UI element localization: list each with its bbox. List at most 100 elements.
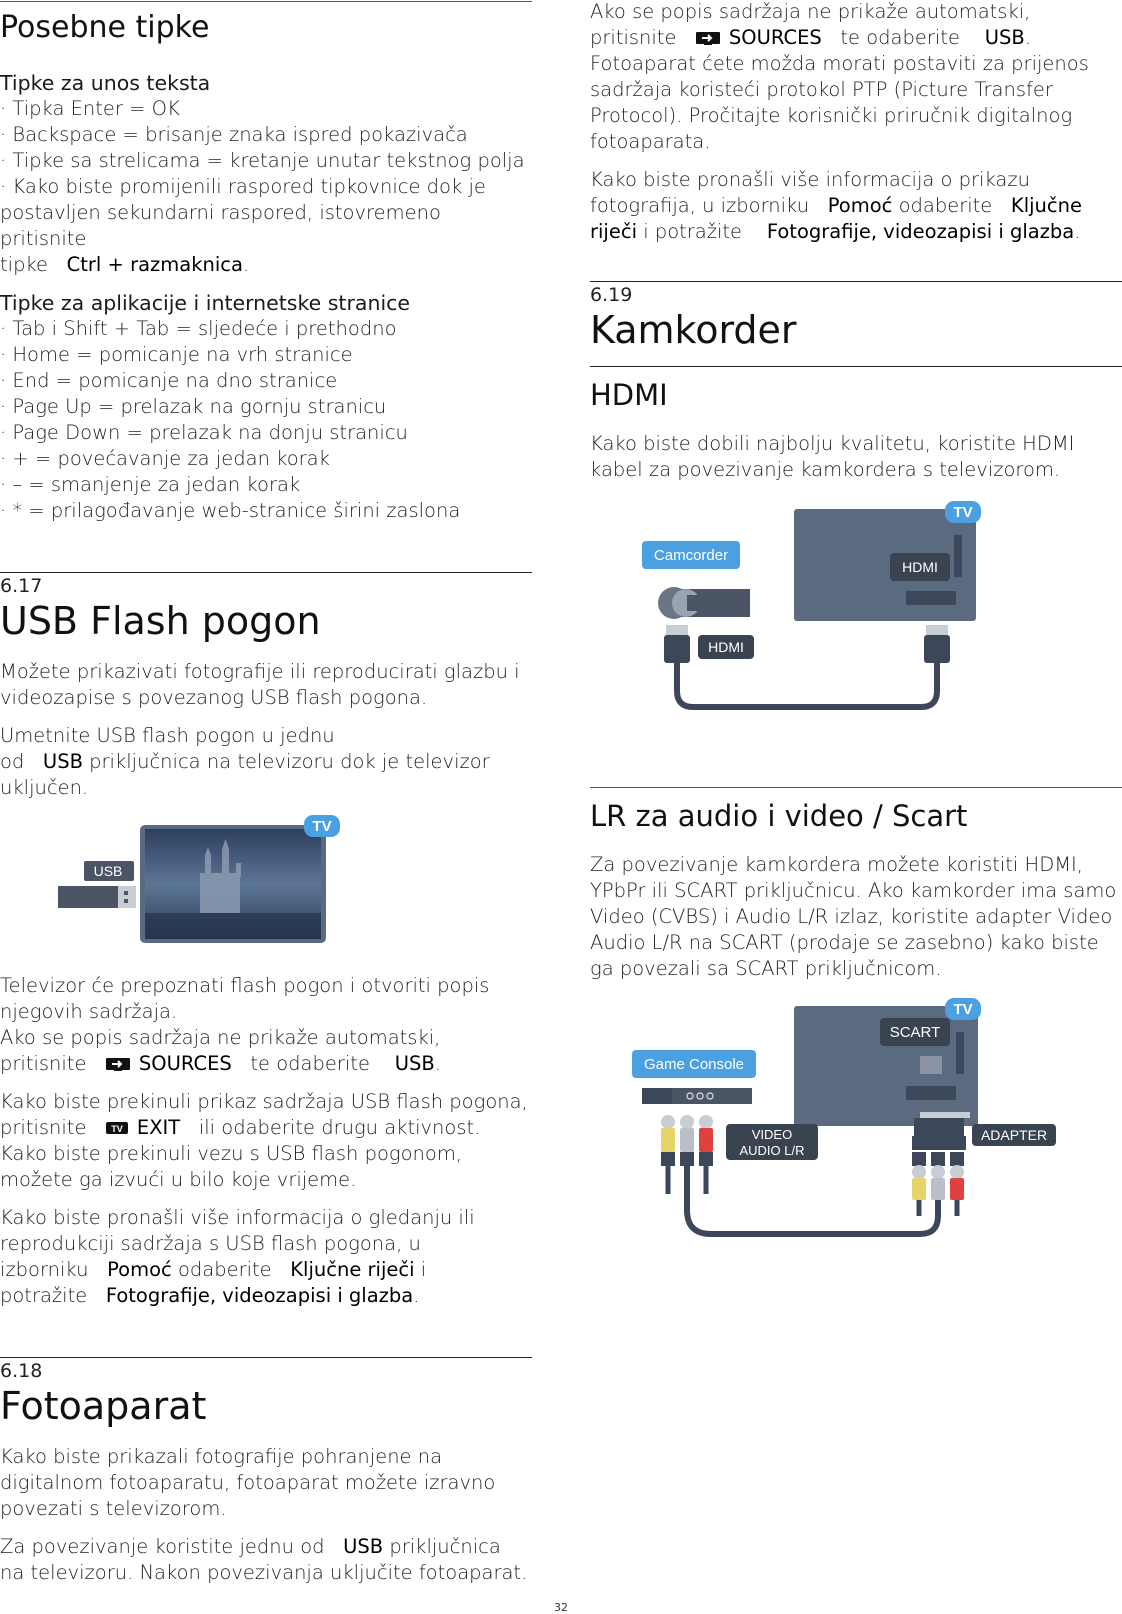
sources-term: SOURCES bbox=[728, 26, 822, 49]
rca-plugs-console bbox=[661, 1115, 713, 1166]
text: fotografija, u izborniku bbox=[590, 194, 810, 217]
list-item: · + = povećavanje za jedan korak bbox=[0, 447, 330, 470]
hdmi-port-label: HDMI bbox=[902, 559, 938, 575]
paragraph-line: Kako biste pronašli više informacija o g… bbox=[0, 1206, 475, 1229]
usb-label: USB bbox=[94, 863, 123, 879]
paragraph-line: Protocol). Pročitajte korisnički priručn… bbox=[590, 104, 1073, 127]
usb-figure: TV USB bbox=[58, 815, 340, 943]
paragraph-line: Za povezivanje kamkordera možete koristi… bbox=[590, 853, 1084, 876]
paragraph-line: pritisnite SOURCES te odaberite USB. bbox=[0, 1051, 532, 1077]
rca-cable bbox=[684, 1166, 941, 1237]
top-rule bbox=[0, 1, 532, 2]
hdmi-port bbox=[906, 591, 956, 605]
text: tipke bbox=[0, 253, 49, 276]
subsection-rule bbox=[590, 787, 1122, 788]
camcorder-label-box bbox=[642, 541, 740, 569]
usb-connector bbox=[118, 886, 136, 908]
paragraph-line: pritisnite TV EXIT ili odaberite drugu a… bbox=[0, 1115, 532, 1141]
paragraph-line: ga povezali sa SCART priključnicom. bbox=[590, 957, 942, 980]
adapter-label-box bbox=[972, 1124, 1056, 1146]
paragraph-line: na televizoru. Nakon povezivanja uključi… bbox=[0, 1561, 528, 1584]
game-console-label-box bbox=[632, 1050, 756, 1078]
paragraph-line: Kako biste prikazali fotografije pohranj… bbox=[0, 1445, 443, 1468]
page-number: 32 bbox=[554, 1601, 568, 1614]
text: priključnica na televizoru dok je televi… bbox=[89, 750, 490, 773]
paragraph-line: sadržaja koristeći protokol PTP (Picture… bbox=[590, 78, 1053, 101]
subsection-title: HDMI bbox=[590, 378, 668, 412]
usb-term: USB bbox=[394, 1052, 435, 1075]
text: Za povezivanje koristite jednu od bbox=[0, 1535, 325, 1558]
list-item: · – = smanjenje za jedan korak bbox=[0, 473, 301, 496]
scart-adapter bbox=[914, 1118, 964, 1136]
paragraph-line: možete ga izvući u bilo koje vrijeme. bbox=[0, 1168, 357, 1191]
keywords-term: Ključne riječi bbox=[290, 1258, 415, 1281]
list-item: · End = pomicanje na dno stranice bbox=[0, 369, 338, 392]
paragraph-line: od USB priključnica na televizoru dok je… bbox=[0, 749, 532, 775]
section-rule bbox=[590, 281, 1122, 282]
rca-plugs-adapter bbox=[912, 1136, 966, 1200]
paragraph-line: digitalnom fotoaparatu, fotoaparat možet… bbox=[0, 1471, 496, 1494]
text: te odaberite bbox=[250, 1052, 370, 1075]
usb-label-box bbox=[84, 861, 134, 881]
hdmi-plug-camcorder bbox=[664, 635, 690, 663]
hdmi-cable bbox=[674, 663, 940, 710]
paragraph-line: Ako se popis sadržaja ne prikaže automat… bbox=[590, 0, 1031, 23]
list-item: tipke Ctrl + razmaknica. bbox=[0, 252, 532, 278]
search-term: Fotografije, videozapisi i glazba bbox=[766, 220, 1075, 243]
paragraph-line: Umetnite USB flash pogon u jednu bbox=[0, 724, 335, 747]
section-number: 6.17 bbox=[0, 575, 43, 597]
text: pritisnite bbox=[590, 26, 677, 49]
tv-badge bbox=[304, 815, 340, 837]
text: od bbox=[0, 750, 25, 773]
text: . bbox=[1024, 26, 1031, 49]
scart-figure: TV SCART Game Console VIDEO AUDIO L/R AD… bbox=[632, 998, 1056, 1237]
right-column: Ako se popis sadržaja ne prikaže automat… bbox=[590, 0, 1122, 1254]
list-item: · Home = pomicanje na vrh stranice bbox=[0, 343, 353, 366]
usb-stick bbox=[58, 886, 118, 908]
help-term: Pomoć bbox=[107, 1258, 172, 1281]
paragraph-line: Kako biste prekinuli prikaz sadržaja USB… bbox=[0, 1090, 528, 1113]
paragraph-line: fotoaparata. bbox=[590, 130, 711, 153]
section-title: USB Flash pogon bbox=[0, 599, 321, 643]
text: . bbox=[1074, 220, 1081, 243]
list-item: · * = prilagođavanje web-stranice širini… bbox=[0, 499, 461, 522]
paragraph-line: Kako biste prekinuli vezu s USB flash po… bbox=[0, 1142, 463, 1165]
paragraph-line: reprodukciji sadržaja s USB flash pogona… bbox=[0, 1232, 421, 1255]
paragraph-line: potražite Fotografije, videozapisi i gla… bbox=[0, 1283, 532, 1309]
section-number: 6.18 bbox=[0, 1360, 43, 1382]
paragraph-line: YPbPr ili SCART priključnicu. Ako kamkor… bbox=[590, 879, 1117, 902]
text: i potražite bbox=[643, 220, 743, 243]
tv-icon: TV bbox=[105, 1122, 128, 1134]
text: odaberite bbox=[898, 194, 993, 217]
section-rule bbox=[0, 1357, 532, 1358]
keywords-term: Ključne bbox=[1010, 194, 1082, 217]
section-rule bbox=[0, 572, 532, 573]
video-label: VIDEO bbox=[752, 1127, 792, 1142]
section-title: Kamkorder bbox=[590, 308, 797, 352]
paragraph-line: kabel za povezivanje kamkordera s televi… bbox=[590, 458, 1061, 481]
paragraph-line: riječi i potražite Fotografije, videozap… bbox=[590, 219, 1122, 245]
text: pritisnite bbox=[0, 1116, 87, 1139]
help-term: Pomoć bbox=[827, 194, 893, 217]
paragraph-line: Za povezivanje koristite jednu od USB pr… bbox=[0, 1534, 532, 1560]
subsection-title: LR za audio i video / Scart bbox=[590, 799, 968, 833]
paragraph-line: Fotoaparat ćete možda morati postaviti z… bbox=[590, 52, 1089, 75]
audio-label: AUDIO L/R bbox=[739, 1143, 804, 1158]
text-keys-subheading: Tipke za unos teksta bbox=[0, 71, 211, 95]
text: . bbox=[434, 1052, 441, 1075]
text: izborniku bbox=[0, 1258, 89, 1281]
tv-badge-label: TV bbox=[312, 818, 331, 835]
keywords-term: riječi bbox=[590, 220, 637, 243]
list-item: · Kako biste promijenili raspored tipkov… bbox=[0, 175, 486, 198]
sources-term: SOURCES bbox=[138, 1052, 232, 1075]
text: . bbox=[413, 1284, 420, 1307]
paragraph-line: pritisnite SOURCES te odaberite USB. bbox=[590, 25, 1122, 51]
paragraph-line: Video (CVBS) i Audio L/R izlaz, koristit… bbox=[590, 905, 1113, 928]
text: priključnica bbox=[389, 1535, 501, 1558]
paragraph-line: fotografija, u izborniku Pomoć odaberite… bbox=[590, 193, 1122, 219]
usb-term: USB bbox=[42, 750, 83, 773]
sources-icon bbox=[105, 1058, 130, 1071]
paragraph-line: Možete prikazivati fotografije ili repro… bbox=[0, 660, 520, 683]
hdmi-figure: TV HDMI Camcorder HDMI bbox=[642, 501, 981, 710]
text: . bbox=[242, 253, 250, 276]
